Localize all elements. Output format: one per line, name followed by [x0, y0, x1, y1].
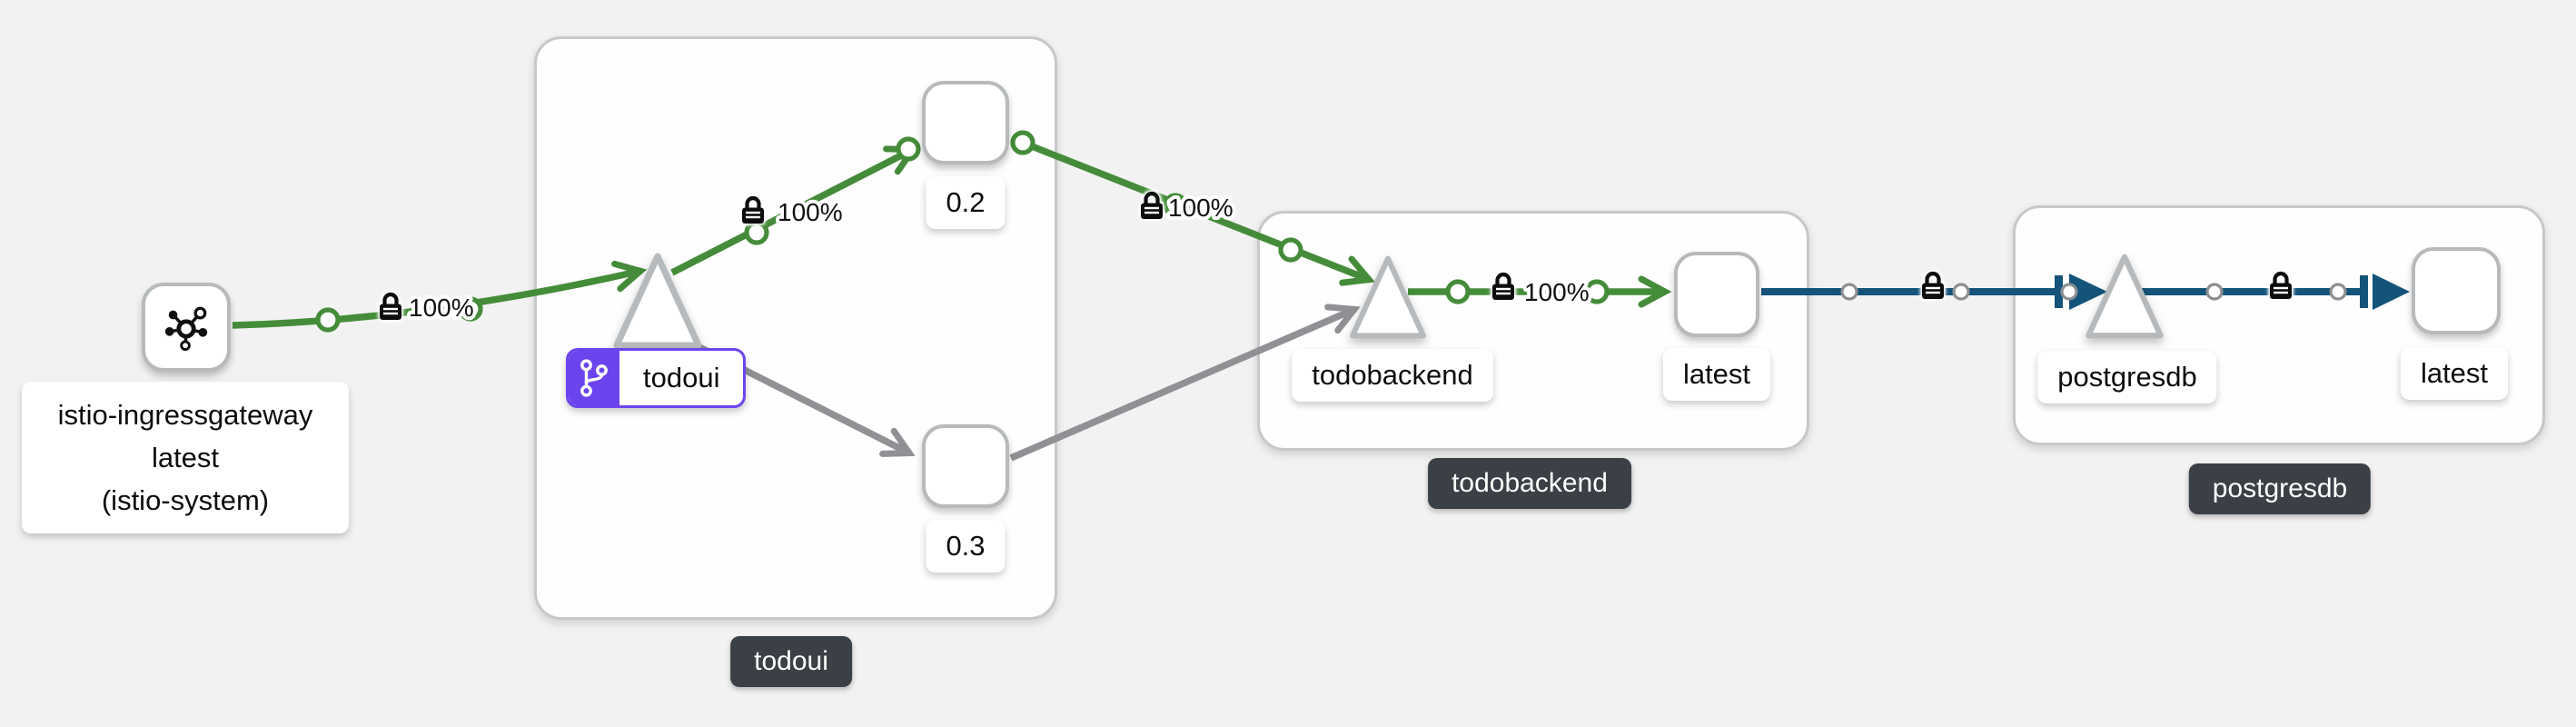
mtls-lock-icon [1922, 274, 1944, 299]
mtls-lock-icon [380, 294, 401, 320]
group-badge-todobackend[interactable]: todobackend [1428, 458, 1631, 509]
workload-version: latest [151, 442, 220, 473]
mesh-gateway-icon [164, 306, 208, 352]
node-label-istio-ingressgateway[interactable]: istio-ingressgateway latest (istio-syste… [22, 382, 349, 533]
virtual-service-branch-icon [580, 359, 608, 397]
mtls-lock-icon [1492, 274, 1514, 300]
node-postgresdb-service[interactable] [2081, 249, 2168, 344]
traffic-dots-tcp [1840, 283, 2347, 301]
group-badge-todoui[interactable]: todoui [730, 636, 852, 687]
node-todobackend-service[interactable] [1345, 251, 1431, 344]
node-label-todoui-app[interactable]: todoui [566, 348, 747, 408]
node-todoui-service[interactable] [610, 247, 705, 354]
virtual-service-badge [569, 351, 619, 405]
mtls-lock-icon [1141, 194, 1163, 219]
node-label-v0.3[interactable]: 0.3 [926, 520, 1006, 573]
tcp-arrowhead [2069, 274, 2107, 310]
edge-v03-to-todobackend[interactable] [1009, 304, 1361, 462]
traffic-dots-http [315, 130, 1610, 333]
tcp-arrow-tee [2360, 275, 2368, 308]
node-todoui-v0.2[interactable] [922, 81, 1009, 164]
tcp-arrowhead [2373, 274, 2410, 310]
workload-name: istio-ingressgateway [57, 399, 313, 431]
node-label-todobackend-service[interactable]: todobackend [1292, 349, 1493, 402]
edge-label-todoui-v02: 100% [778, 198, 843, 226]
edge-label-ingress-todoui: 100% [409, 294, 474, 322]
workload-namespace: (istio-system) [101, 484, 270, 516]
app-name-label: todoui [643, 362, 720, 393]
mtls-lock-icon [2270, 274, 2292, 299]
node-label-v0.2[interactable]: 0.2 [926, 176, 1006, 229]
mtls-lock-icon [742, 198, 764, 224]
edge-label-todobackend-latest: 100% [1524, 278, 1590, 306]
tcp-arrow-tee [2055, 275, 2063, 308]
edge-label-v02-todobackend: 100% [1168, 194, 1234, 222]
edge-v02-to-todobackend[interactable] [1021, 139, 1375, 286]
node-istio-ingressgateway[interactable] [142, 283, 231, 372]
group-badge-postgresdb[interactable]: postgresdb [2188, 463, 2372, 514]
edge-todoui-to-v02[interactable] [670, 145, 919, 276]
node-label-todobackend-latest[interactable]: latest [1662, 348, 1771, 401]
node-postgresdb-latest[interactable] [2412, 247, 2501, 334]
node-todobackend-latest[interactable] [1674, 252, 1759, 337]
node-label-postgresdb-service[interactable]: postgresdb [2037, 351, 2217, 403]
node-todoui-v0.3[interactable] [922, 424, 1009, 508]
edge-ingress-to-todoui[interactable] [232, 260, 648, 329]
node-label-postgresdb-latest[interactable]: latest [2400, 347, 2509, 400]
